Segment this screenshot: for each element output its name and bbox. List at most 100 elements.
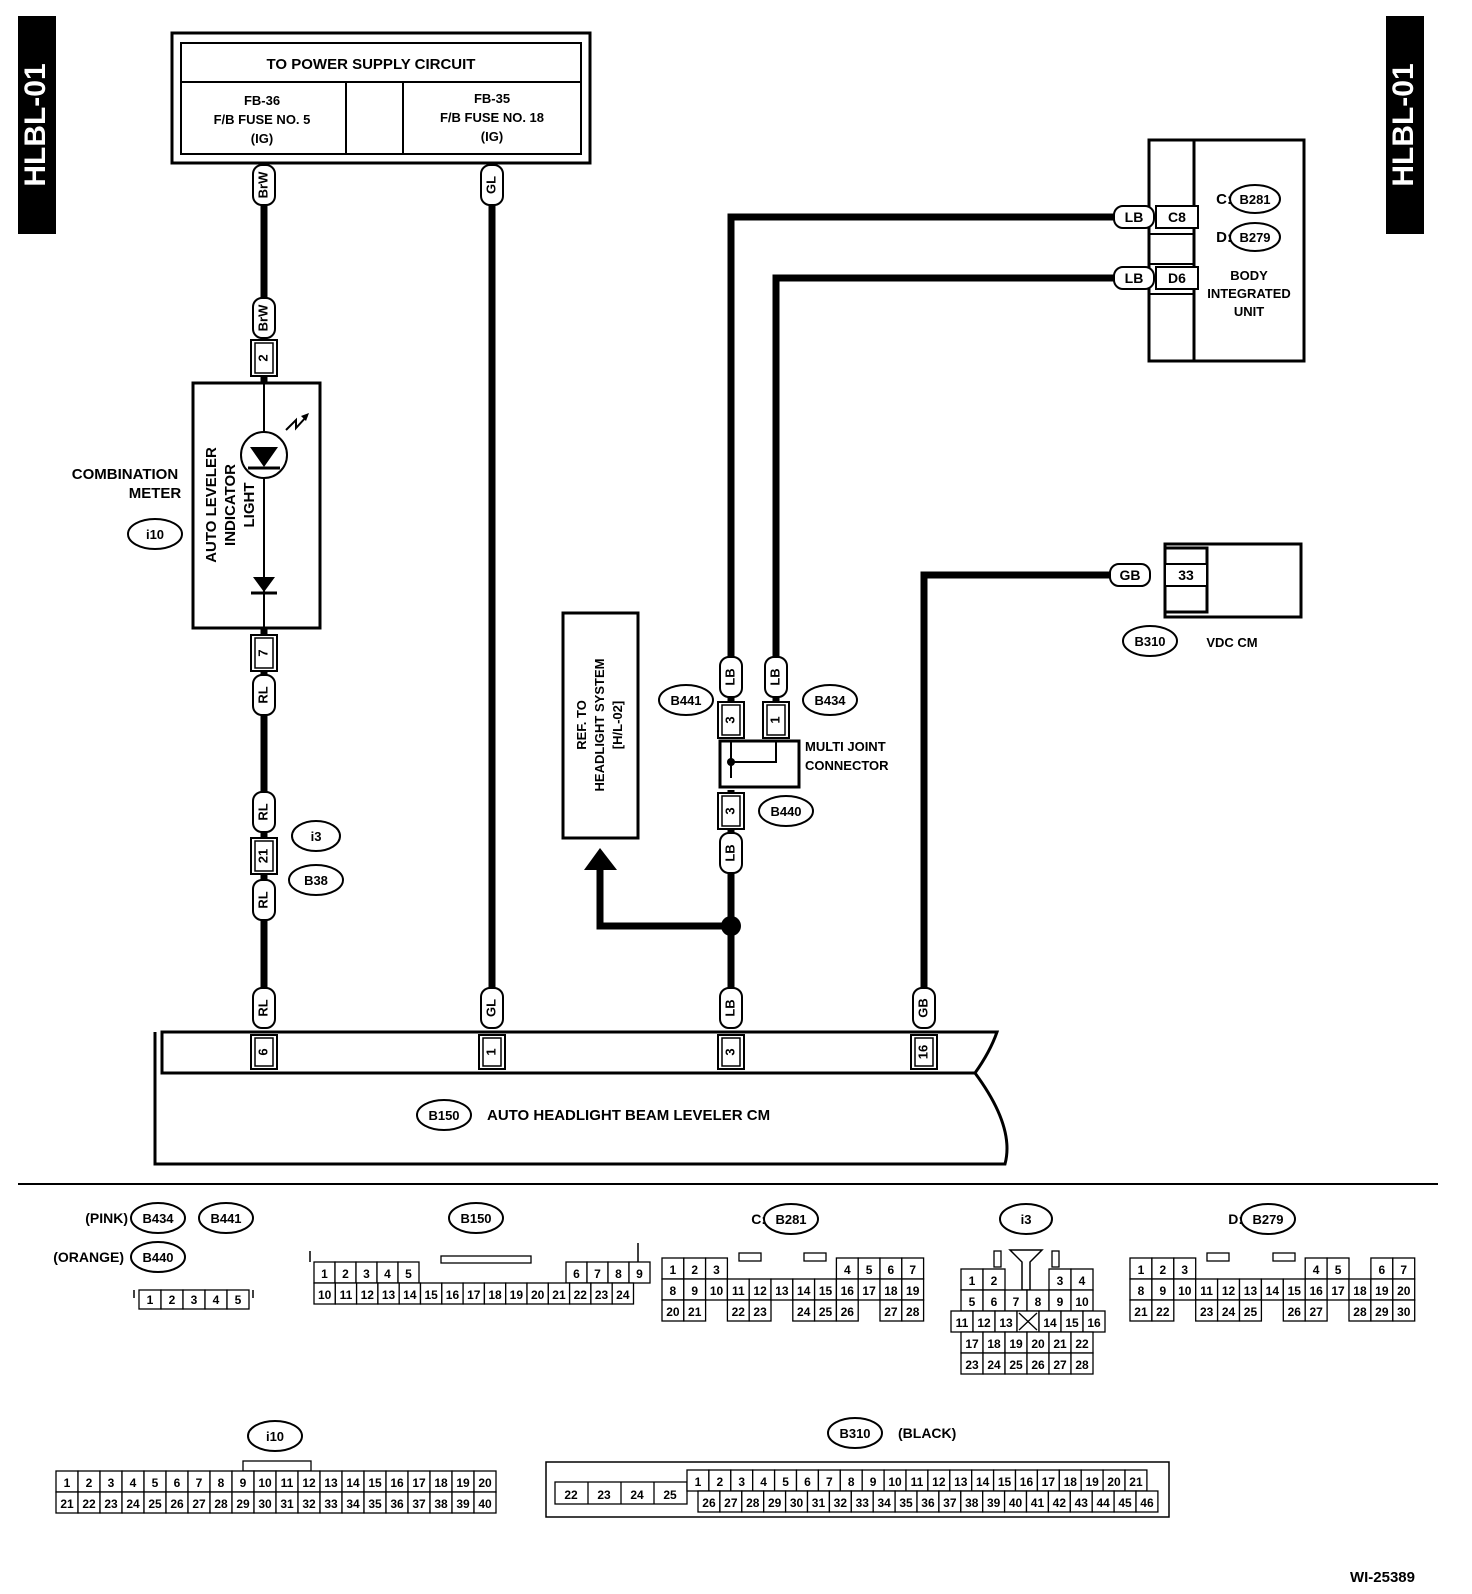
legend-b310-grid-pin: 8 bbox=[848, 1475, 855, 1489]
legend-i10-grid-pin: 3 bbox=[108, 1476, 115, 1490]
legend-b310-grid-pin: 15 bbox=[998, 1475, 1012, 1489]
legend-i10-grid-pin: 15 bbox=[368, 1476, 382, 1490]
legend-i10-grid-pin: 23 bbox=[104, 1497, 118, 1511]
legend-b310-pin: 25 bbox=[663, 1488, 677, 1502]
legend-b281-grid-pin: 15 bbox=[819, 1284, 833, 1298]
legend-b150-grid-pin: 21 bbox=[552, 1288, 566, 1302]
splice-point bbox=[721, 916, 741, 936]
legend-b310-grid-pin: 32 bbox=[834, 1496, 848, 1510]
wire-tag-gl-text: GL bbox=[483, 999, 498, 1017]
legend-b150-grid-pin: 4 bbox=[384, 1267, 391, 1281]
wire-tag-lb-2 bbox=[764, 656, 788, 698]
legend-b281-grid-pin: 23 bbox=[753, 1305, 767, 1319]
legend-b434-grid-pin: 4 bbox=[213, 1293, 220, 1307]
legend-b310-grid-pin: 2 bbox=[717, 1475, 724, 1489]
legend-i10-grid-pin: 22 bbox=[82, 1497, 96, 1511]
meter-connector-id: i10 bbox=[146, 527, 164, 542]
wire-tag-lb-c8-text: LB bbox=[1125, 209, 1144, 225]
legend-b310-grid-pin: 11 bbox=[911, 1475, 924, 1489]
legend-b281-grid-cell bbox=[835, 1299, 859, 1322]
legend-i10-grid-pin: 9 bbox=[240, 1476, 247, 1490]
legend-b150-grid-pin: 7 bbox=[594, 1267, 601, 1281]
legend-b281-grid-pin: 25 bbox=[819, 1305, 833, 1319]
legend-i10-grid-pin: 35 bbox=[368, 1497, 382, 1511]
indicator-line1: AUTO LEVELER bbox=[203, 447, 220, 563]
legend-b150-grid-pin: 14 bbox=[403, 1288, 417, 1302]
legend-b281-grid-pin: 12 bbox=[753, 1284, 767, 1298]
wire-tag-brw-text: BrW bbox=[255, 304, 270, 331]
legend-b281-grid-cell bbox=[748, 1299, 772, 1322]
wire-tag-rl-2-text: RL bbox=[255, 803, 270, 820]
legend-c-prefix: C: bbox=[751, 1211, 766, 1227]
legend-b150-grid-pin: 1 bbox=[321, 1267, 328, 1281]
ref-line3: [H/L-02] bbox=[610, 701, 625, 749]
legend-i10-grid-pin: 36 bbox=[390, 1497, 404, 1511]
connector-i3-text: i3 bbox=[311, 829, 322, 844]
legend-b279-grid-pin: 29 bbox=[1375, 1305, 1389, 1319]
legend-b150-grid-pin: 20 bbox=[531, 1288, 545, 1302]
meter-title-line1: COMBINATION bbox=[72, 466, 178, 483]
combination-meter: AUTO LEVELER INDICATOR LIGHT COMBINATION… bbox=[72, 381, 322, 630]
legend-b279-grid-pin: 4 bbox=[1313, 1263, 1320, 1277]
wire-tag-rl-1-text: RL bbox=[255, 686, 270, 703]
legend-i10-grid-pin: 16 bbox=[390, 1476, 404, 1490]
fuse-left-line2: F/B FUSE NO. 5 bbox=[214, 112, 311, 127]
connector-i3 bbox=[291, 820, 341, 852]
legend-b310-grid-pin: 39 bbox=[987, 1496, 1001, 1510]
legend-b279-grid-pin: 20 bbox=[1397, 1284, 1411, 1298]
legend-b441 bbox=[198, 1202, 254, 1234]
legend-b440 bbox=[130, 1241, 186, 1273]
legend-i10-grid-pin: 33 bbox=[324, 1497, 338, 1511]
body-unit-line3: UNIT bbox=[1234, 304, 1264, 319]
multi-joint-line2: CONNECTOR bbox=[805, 758, 889, 773]
beam-leveler-cm: B150 AUTO HEADLIGHT BEAM LEVELER CM bbox=[153, 1030, 1009, 1166]
power-title: TO POWER SUPPLY CIRCUIT bbox=[267, 56, 476, 73]
legend-b310-grid-pin: 38 bbox=[965, 1496, 979, 1510]
legend-b150-grid-pin: 15 bbox=[424, 1288, 438, 1302]
legend-b310-grid-pin: 27 bbox=[724, 1496, 738, 1510]
legend-b150-grid-cell bbox=[628, 1261, 651, 1284]
legend-b310-grid-cell bbox=[1135, 1490, 1159, 1513]
legend-b150-grid-pin: 3 bbox=[363, 1267, 370, 1281]
legend-b150-grid-pin: 10 bbox=[318, 1288, 332, 1302]
legend-i10-grid-pin: 37 bbox=[412, 1497, 426, 1511]
legend-b281-grid-pin: 7 bbox=[909, 1263, 916, 1277]
legend-b310-grid-pin: 3 bbox=[738, 1475, 745, 1489]
wire-tag-lb-4 bbox=[719, 987, 743, 1029]
vdc-cm: B310 VDC CM bbox=[1122, 542, 1303, 657]
legend-b279-grid-pin: 9 bbox=[1160, 1284, 1167, 1298]
legend-b281-grid-pin: 5 bbox=[866, 1263, 873, 1277]
wire-tag-lb-d6 bbox=[1113, 266, 1155, 290]
legend-d-prefix: D: bbox=[1228, 1211, 1243, 1227]
body-integrated-unit: C: B281 D: B279 BODY INTEGRATED UNIT bbox=[1147, 138, 1306, 363]
legend-b310-grid-pin: 1 bbox=[695, 1475, 702, 1489]
legend-i3-grid-cell bbox=[1082, 1310, 1106, 1333]
pin-c8 bbox=[1155, 205, 1199, 229]
legend-i10-grid-pin: 29 bbox=[236, 1497, 250, 1511]
legend-b281-grid-pin: 26 bbox=[841, 1305, 855, 1319]
legend-i3-grid-pin: 5 bbox=[969, 1295, 976, 1309]
legend-b310-grid-pin: 42 bbox=[1053, 1496, 1067, 1510]
wire-tag-gb-h-text: GB bbox=[1120, 567, 1141, 583]
fuse-right-line3: (IG) bbox=[481, 129, 503, 144]
legend-b310-grid-pin: 31 bbox=[812, 1496, 826, 1510]
legend-b441-text: B441 bbox=[210, 1211, 241, 1226]
body-unit-line1: BODY bbox=[1230, 268, 1268, 283]
legend-i3-text: i3 bbox=[1021, 1212, 1032, 1227]
connector-b434-text: B434 bbox=[814, 693, 846, 708]
legend-i3-grid-pin: 6 bbox=[991, 1295, 998, 1309]
legend-i3-grid-pin: 12 bbox=[977, 1316, 991, 1330]
legend-b281-grid-pin: 18 bbox=[884, 1284, 898, 1298]
legend-b434-grid-cell bbox=[226, 1289, 250, 1310]
legend-black: (BLACK) bbox=[898, 1425, 956, 1441]
legend-b281-grid-pin: 21 bbox=[688, 1305, 702, 1319]
legend-i10-grid-pin: 21 bbox=[60, 1497, 74, 1511]
pin-c8-text: C8 bbox=[1168, 209, 1186, 225]
pin-3-b150-text: 3 bbox=[722, 1048, 737, 1055]
wire-tag-lb-3-text: LB bbox=[722, 844, 737, 861]
legend-b150-grid-pin: 17 bbox=[467, 1288, 481, 1302]
legend-b310-pin: 24 bbox=[630, 1488, 644, 1502]
legend-b150-grid-cell bbox=[611, 1282, 635, 1305]
pin-2-text: 2 bbox=[255, 354, 270, 361]
